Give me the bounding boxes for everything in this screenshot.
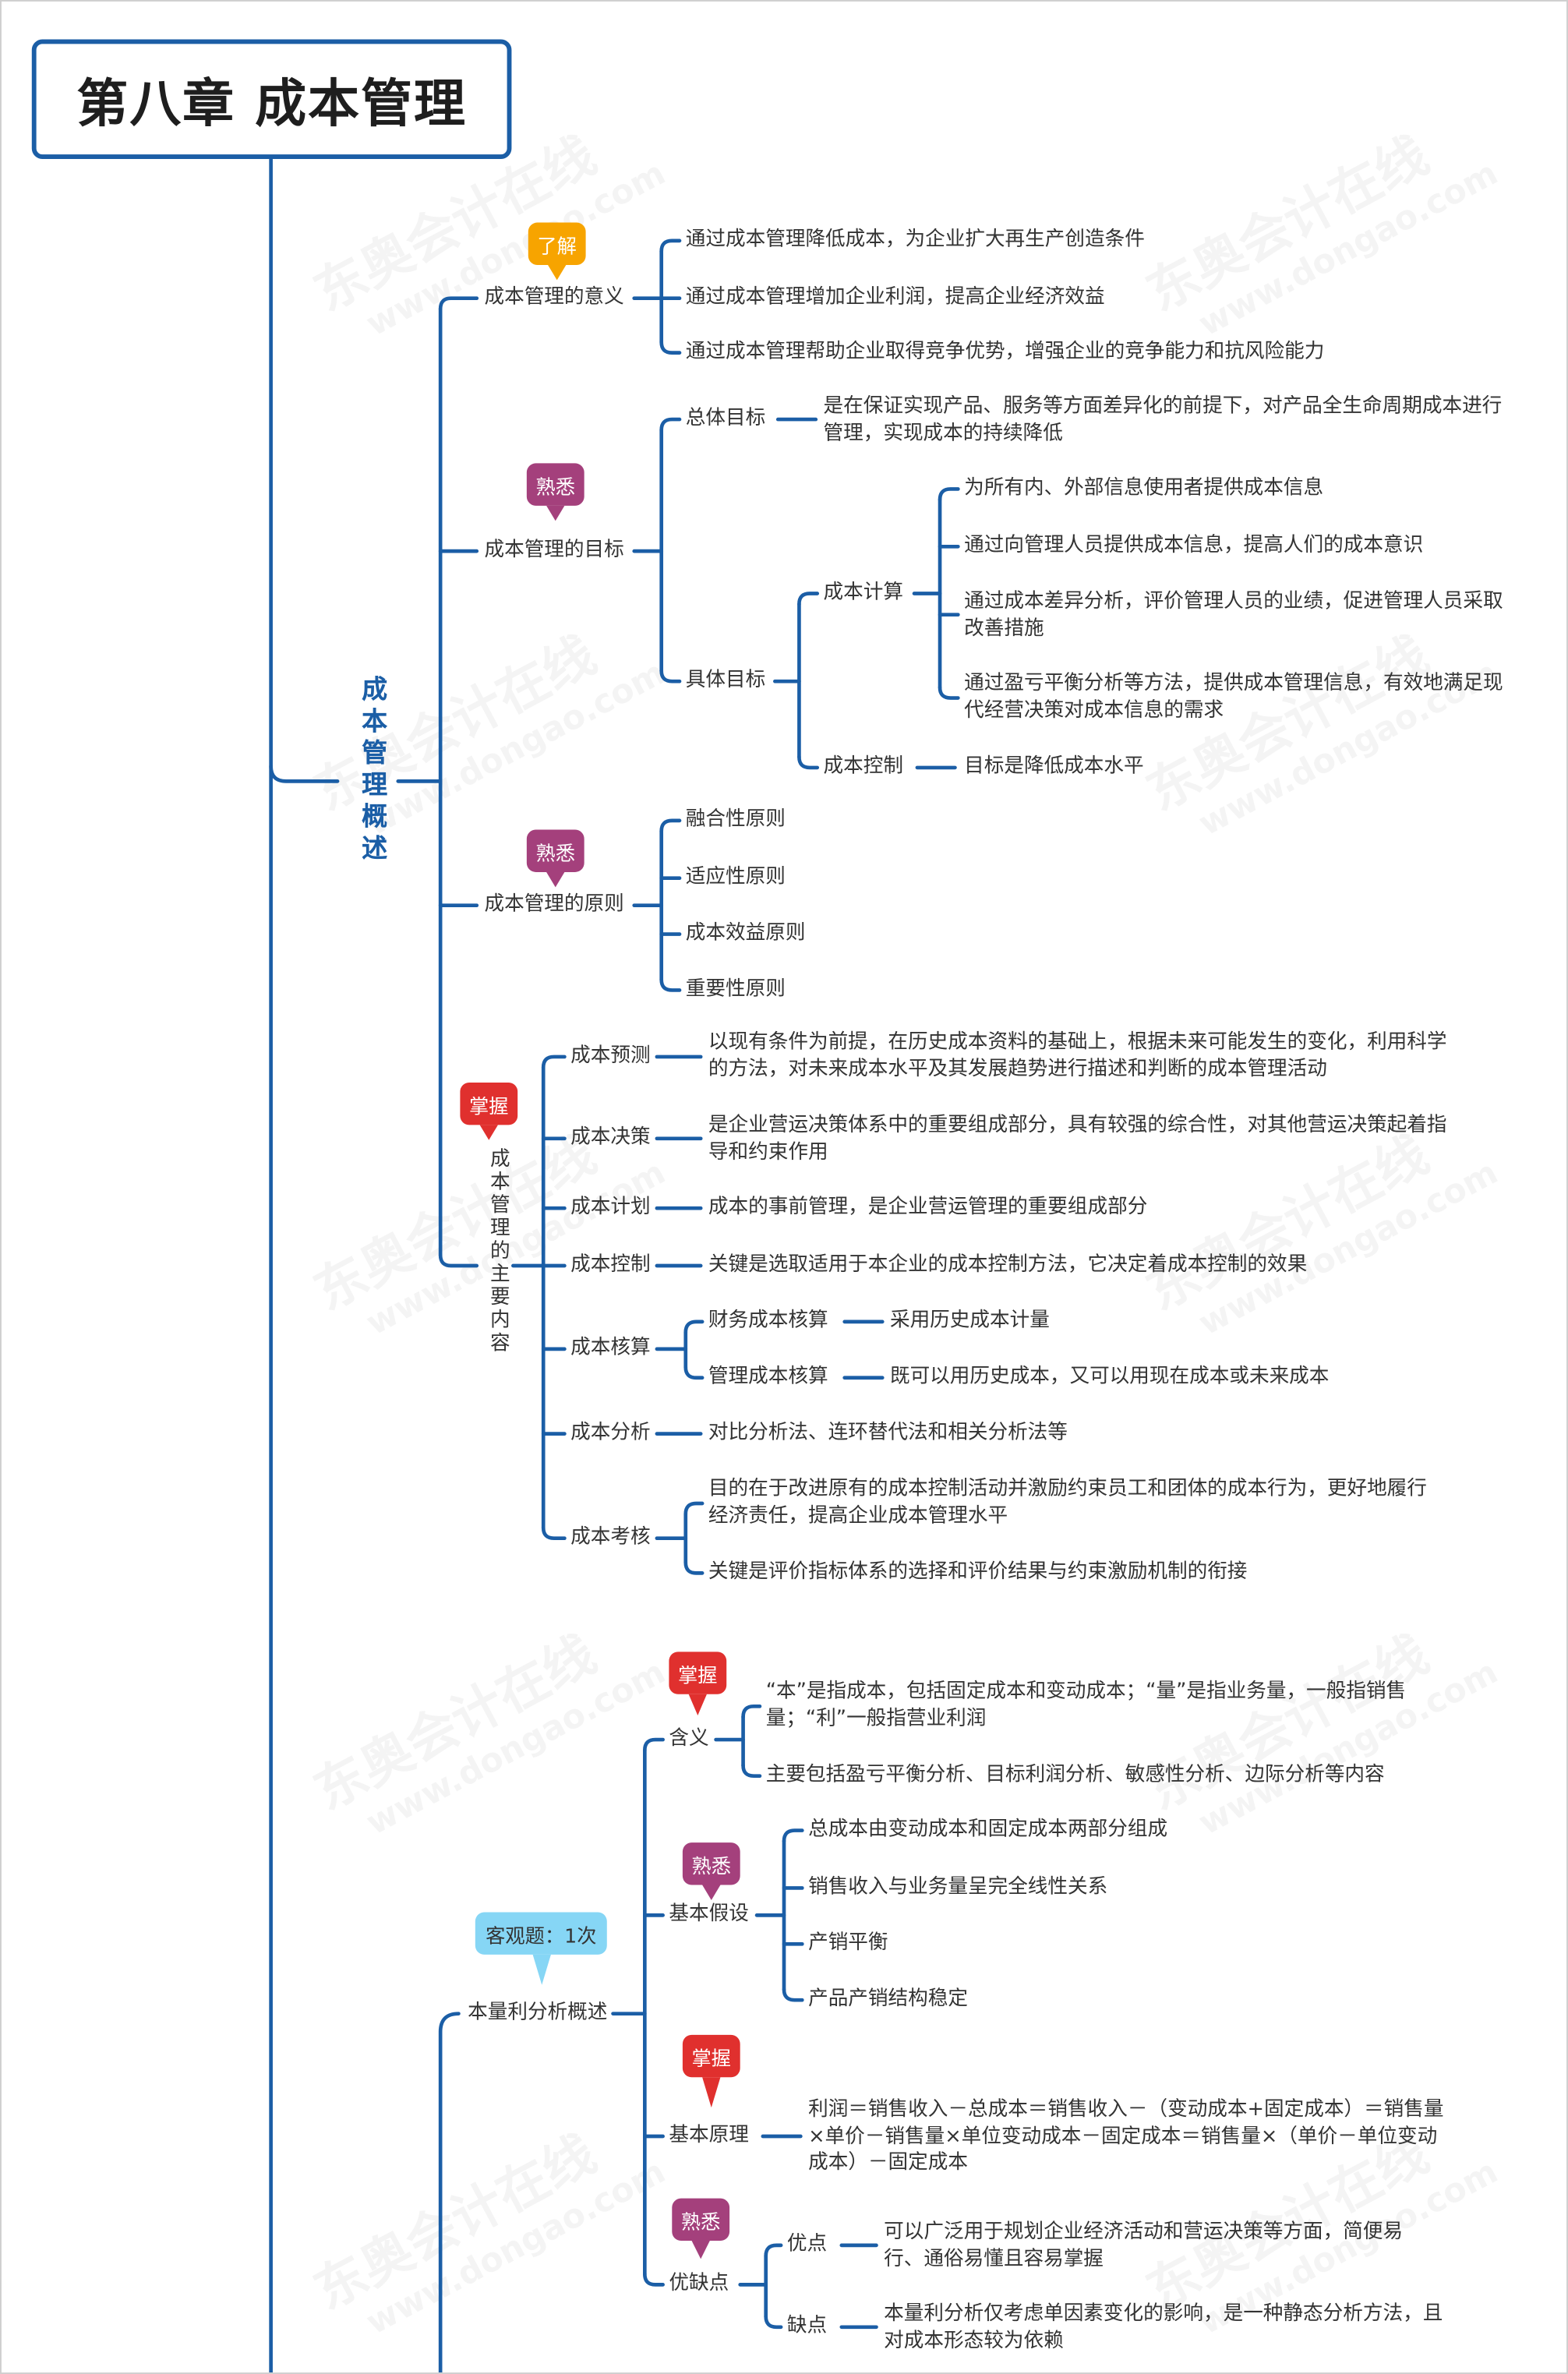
node-overall-objective[interactable]: 总体目标: [685, 407, 766, 430]
tag-exam-frequency: 客观题：1次: [475, 1912, 607, 1955]
leaf-pros[interactable]: 可以广泛用于规划企业经济活动和营运决策等方面，简便易行、通俗易懂且容易掌握: [884, 2220, 1404, 2270]
leaf-assessment-2[interactable]: 关键是评价指标体系的选择和评价结果与约束激励机制的衔接: [708, 1560, 1248, 1584]
leaf-calculation-3[interactable]: 通过成本差异分析，评价管理人员的业绩，促进管理人员采取改善措施: [964, 590, 1503, 640]
connector: [938, 685, 960, 700]
connector: [683, 1501, 705, 1516]
connector: [683, 1365, 705, 1380]
node-pros-cons[interactable]: 优缺点: [669, 2272, 729, 2295]
connector: [659, 340, 682, 355]
connector: [643, 2272, 665, 2287]
connector: [438, 2012, 461, 2373]
leaf-calculation-2[interactable]: 通过向管理人员提供成本信息，提高人们的成本意识: [964, 534, 1424, 557]
tag-master: 掌握: [669, 1652, 727, 1694]
node-cons[interactable]: 缺点: [786, 2315, 828, 2338]
leaf-assumption-2[interactable]: 销售收入与业务量呈完全线性关系: [808, 1875, 1108, 1899]
node-assumptions[interactable]: 基本假设: [669, 1902, 749, 1926]
node-forecast[interactable]: 成本预测: [570, 1044, 651, 1068]
leaf-analysis[interactable]: 对比分析法、连环替代法和相关分析法等: [708, 1422, 1068, 1445]
leaf-cost-control-objective[interactable]: 目标是降低成本水平: [964, 755, 1144, 779]
connector: [659, 669, 682, 684]
node-cvp-overview[interactable]: 本量利分析概述: [468, 2001, 608, 2025]
node-plan[interactable]: 成本计划: [570, 1196, 651, 1219]
connector: [683, 1560, 705, 1575]
node-decision[interactable]: 成本决策: [570, 1126, 651, 1150]
connector: [741, 1763, 762, 1779]
connector: [659, 238, 682, 253]
connector: [782, 1987, 804, 2002]
tag-familiar: 熟悉: [526, 829, 584, 872]
leaf-principle-3[interactable]: 成本效益原则: [685, 922, 806, 945]
branch-cost-management-overview[interactable]: 成本管理概述: [355, 675, 387, 867]
leaf-significance-3[interactable]: 通过成本管理帮助企业取得竞争优势，增强企业的竞争能力和抗风险能力: [685, 341, 1325, 364]
leaf-assessment-1[interactable]: 目的在于改进原有的成本控制活动并激励约束员工和团体的成本行为，更好地履行经济责任…: [708, 1477, 1427, 1528]
node-principles[interactable]: 成本管理的原则: [484, 893, 624, 917]
tag-familiar: 熟悉: [672, 2198, 730, 2242]
connector: [643, 1737, 665, 1752]
connector: [797, 754, 820, 770]
leaf-control[interactable]: 关键是选取适用于本企业的成本控制方法，它决定着成本控制的效果: [708, 1253, 1308, 1277]
node-analysis[interactable]: 成本分析: [570, 1422, 651, 1445]
leaf-cons[interactable]: 本量利分析仅考虑单因素变化的影响，是一种静态分析方法，且对成本形态较为依赖: [884, 2302, 1443, 2352]
tag-master: 掌握: [460, 1082, 518, 1125]
leaf-meaning-2[interactable]: 主要包括盈亏平衡分析、目标利润分析、敏感性分析、边际分析等内容: [765, 1764, 1385, 1787]
connector: [764, 2314, 783, 2330]
node-principle[interactable]: 基本原理: [669, 2124, 749, 2147]
connector: [741, 1704, 762, 1719]
node-pros[interactable]: 优点: [786, 2233, 828, 2256]
leaf-assumption-4[interactable]: 产品产销结构稳定: [808, 1987, 968, 2011]
leaf-financial-accounting[interactable]: 采用历史成本计量: [889, 1309, 1050, 1333]
leaf-assumption-3[interactable]: 产销平衡: [808, 1931, 888, 1955]
node-assessment[interactable]: 成本考核: [570, 1526, 651, 1549]
node-management-accounting[interactable]: 管理成本核算: [708, 1365, 828, 1389]
connector: [438, 1253, 479, 1268]
node-meaning[interactable]: 含义: [669, 1727, 709, 1750]
node-objectives[interactable]: 成本管理的目标: [484, 539, 624, 562]
leaf-principle-1[interactable]: 融合性原则: [685, 808, 786, 832]
node-control[interactable]: 成本控制: [570, 1253, 651, 1277]
connector: [541, 1055, 567, 1069]
connector: [938, 487, 960, 502]
connector: [797, 592, 820, 606]
connector: [659, 417, 682, 433]
leaf-plan[interactable]: 成本的事前管理，是企业营运管理的重要组成部分: [708, 1196, 1148, 1219]
root-title: 第八章 成本管理: [76, 74, 467, 135]
leaf-principle-formula[interactable]: 利润＝销售收入－总成本＝销售收入－（变动成本+固定成本）＝销售量×单价－销售量×…: [808, 2098, 1444, 2174]
connector: [659, 977, 682, 992]
connector: [438, 296, 479, 311]
leaf-forecast[interactable]: 以现有条件为前提，在历史成本资料的基础上，根据未来可能发生的变化，利用科学的方法…: [708, 1030, 1447, 1081]
tag-understand: 了解: [528, 222, 586, 265]
connector: [782, 1828, 804, 1843]
leaf-overall-objective[interactable]: 是在保证实现产品、服务等方面差异化的前提下，对产品全生命周期成本进行管理，实现成…: [823, 395, 1503, 445]
leaf-principle-2[interactable]: 适应性原则: [685, 866, 786, 889]
leaf-calculation-4[interactable]: 通过盈亏平衡分析等方法，提供成本管理信息，有效地满足现代经营决策对成本信息的需求: [964, 672, 1503, 722]
node-main-contents[interactable]: 成本管理的主要内容: [486, 1147, 509, 1355]
leaf-assumption-1[interactable]: 总成本由变动成本和固定成本两部分组成: [808, 1818, 1168, 1842]
connector: [269, 764, 340, 783]
tag-master: 掌握: [682, 2034, 740, 2078]
tag-familiar: 熟悉: [526, 463, 584, 506]
leaf-principle-4[interactable]: 重要性原则: [685, 977, 786, 1002]
connector: [764, 2243, 783, 2258]
leaf-significance-1[interactable]: 通过成本管理降低成本，为企业扩大再生产创造条件: [685, 228, 1145, 252]
node-specific-objective[interactable]: 具体目标: [685, 669, 766, 692]
connector: [541, 1525, 567, 1541]
leaf-meaning-1[interactable]: “本”是指成本，包括固定成本和变动成本；“量”是指业务量，一般指销售量；“利”一…: [765, 1680, 1407, 1730]
tag-familiar: 熟悉: [682, 1842, 740, 1885]
leaf-management-accounting[interactable]: 既可以用历史成本，又可以用现在成本或未来成本: [889, 1365, 1330, 1389]
node-accounting[interactable]: 成本核算: [570, 1337, 651, 1360]
leaf-calculation-1[interactable]: 为所有内、外部信息使用者提供成本信息: [964, 476, 1324, 500]
root-node[interactable]: 第八章 成本管理: [31, 39, 512, 159]
leaf-significance-2[interactable]: 通过成本管理增加企业利润，提高企业经济效益: [685, 286, 1105, 309]
connector: [659, 818, 682, 833]
node-cost-calculation[interactable]: 成本计算: [823, 581, 903, 605]
connector: [683, 1319, 705, 1334]
node-financial-accounting[interactable]: 财务成本核算: [708, 1309, 828, 1333]
node-cost-control-objective[interactable]: 成本控制: [823, 755, 903, 779]
leaf-decision[interactable]: 是企业营运决策体系中的重要组成部分，具有较强的综合性，对其他营运决策起着指导和约…: [708, 1114, 1447, 1164]
node-significance[interactable]: 成本管理的意义: [484, 286, 624, 309]
